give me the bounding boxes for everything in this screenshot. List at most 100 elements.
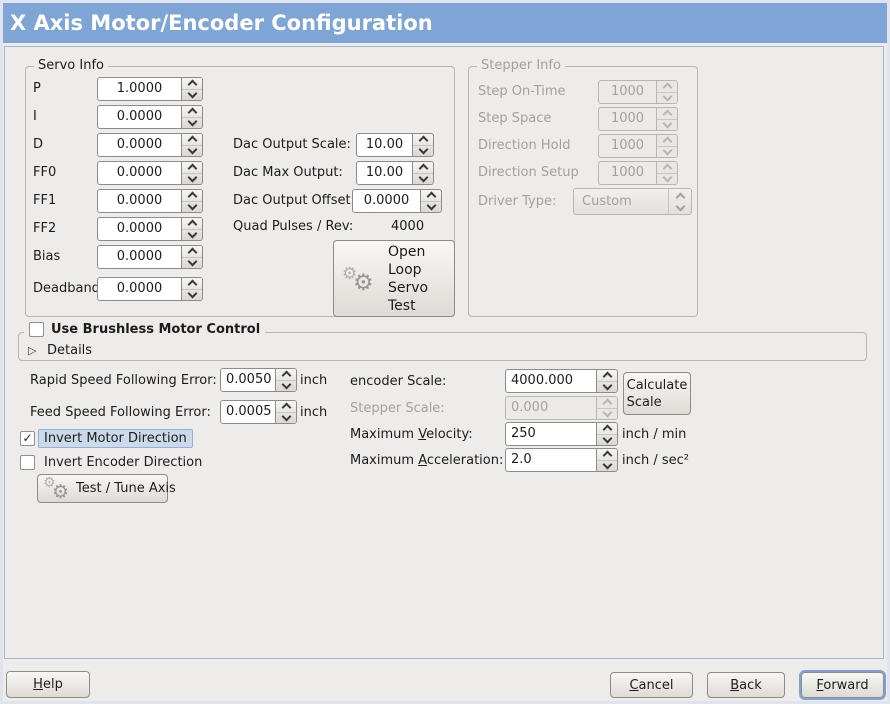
spin-up-icon[interactable] (657, 108, 677, 120)
expander-arrow-icon[interactable]: ▷ (28, 344, 37, 357)
spin-value[interactable]: 0.0000 (363, 193, 410, 208)
spin-down-icon[interactable] (182, 172, 202, 185)
spin-down-icon[interactable] (276, 379, 296, 392)
cancel-button[interactable]: Cancel (610, 672, 693, 698)
spin-up-icon[interactable] (597, 423, 617, 435)
invert-motor-checkbox[interactable]: ✓ (20, 431, 35, 446)
spin-buttons[interactable] (656, 135, 677, 157)
test-tune-axis-button[interactable]: ⚙⚙ Test / Tune Axis (37, 474, 176, 503)
details-expander-label[interactable]: Details (47, 343, 93, 358)
spin-up-icon[interactable] (657, 135, 677, 147)
maximum-velocity-spinbox[interactable]: 250 (505, 422, 618, 446)
spin-value[interactable]: 0.0000 (116, 137, 163, 152)
spin-value[interactable]: 1.0000 (116, 81, 163, 96)
spin-buttons[interactable] (596, 423, 617, 445)
spin-buttons[interactable] (656, 81, 677, 103)
spin-down-icon[interactable] (657, 172, 677, 185)
spin-value[interactable]: 0.0000 (116, 193, 163, 208)
spin-up-icon[interactable] (182, 134, 202, 146)
spin-buttons[interactable] (181, 278, 202, 300)
spin-up-icon[interactable] (597, 370, 617, 382)
maximum-acceleration-spinbox[interactable]: 2.0 (505, 448, 618, 472)
help-button[interactable]: Help (6, 671, 90, 698)
spin-up-icon[interactable] (276, 401, 296, 413)
invert-encoder-checkbox[interactable] (20, 455, 35, 470)
spin-down-icon[interactable] (597, 407, 617, 420)
calculate-scale-button[interactable]: Calculate Scale (623, 372, 691, 415)
spin-up-icon[interactable] (182, 106, 202, 118)
spin-down-icon[interactable] (597, 459, 617, 472)
spin-down-icon[interactable] (182, 144, 202, 157)
servo-d-spinbox[interactable]: 0.0000 (97, 133, 203, 157)
spin-buttons[interactable] (181, 162, 202, 184)
spin-down-icon[interactable] (421, 200, 441, 213)
spin-up-icon[interactable] (182, 246, 202, 258)
spin-buttons[interactable] (656, 108, 677, 130)
invert-encoder-label[interactable]: Invert Encoder Direction (44, 455, 203, 470)
back-button[interactable]: Back (707, 672, 785, 698)
spin-down-icon[interactable] (657, 118, 677, 131)
spin-value[interactable]: 0.0000 (116, 109, 163, 124)
spin-value[interactable]: 1000 (610, 165, 645, 180)
spin-value[interactable]: 0.000 (511, 400, 549, 415)
spin-up-icon[interactable] (657, 162, 677, 174)
servo-bias-spinbox[interactable]: 0.0000 (97, 245, 203, 269)
spin-up-icon[interactable] (657, 81, 677, 93)
spin-up-icon[interactable] (276, 369, 296, 381)
spin-buttons[interactable] (412, 162, 433, 184)
servo-i-spinbox[interactable]: 0.0000 (97, 105, 203, 129)
spin-down-icon[interactable] (413, 172, 433, 185)
spin-up-icon[interactable] (413, 162, 433, 174)
spin-buttons[interactable] (181, 78, 202, 100)
feed-following-error-spinbox[interactable]: 0.0005 (220, 400, 297, 424)
forward-button[interactable]: Forward (799, 670, 886, 700)
spin-up-icon[interactable] (597, 449, 617, 461)
brushless-checkbox-row[interactable]: Use Brushless Motor Control (24, 322, 266, 337)
spin-buttons[interactable] (181, 134, 202, 156)
spin-down-icon[interactable] (597, 380, 617, 393)
brushless-checkbox[interactable] (29, 322, 44, 337)
spin-value[interactable]: 2.0 (511, 452, 532, 467)
spin-value[interactable]: 1000 (610, 111, 645, 126)
servo-ff2-spinbox[interactable]: 0.0000 (97, 217, 203, 241)
spin-up-icon[interactable] (182, 218, 202, 230)
spin-up-icon[interactable] (182, 78, 202, 90)
spin-buttons[interactable] (412, 134, 433, 156)
spin-value[interactable]: 0.0000 (116, 165, 163, 180)
servo-p-spinbox[interactable]: 1.0000 (97, 77, 203, 101)
open-loop-servo-test-button[interactable]: ⚙⚙ Open Loop Servo Test (333, 240, 455, 317)
spin-up-icon[interactable] (421, 190, 441, 202)
spin-value[interactable]: 1000 (610, 138, 645, 153)
spin-down-icon[interactable] (182, 256, 202, 269)
spin-down-icon[interactable] (657, 91, 677, 104)
spin-buttons[interactable] (181, 190, 202, 212)
spin-down-icon[interactable] (276, 411, 296, 424)
spin-up-icon[interactable] (597, 397, 617, 409)
spin-value[interactable]: 0.0000 (116, 281, 163, 296)
spin-buttons[interactable] (596, 370, 617, 392)
spin-up-icon[interactable] (182, 190, 202, 202)
spin-buttons[interactable] (656, 162, 677, 184)
spin-value[interactable]: 250 (511, 426, 536, 441)
invert-motor-label[interactable]: Invert Motor Direction (38, 429, 193, 448)
spin-down-icon[interactable] (657, 145, 677, 158)
spin-buttons[interactable] (275, 401, 296, 423)
spin-value[interactable]: 1000 (610, 84, 645, 99)
spin-buttons[interactable] (596, 449, 617, 471)
spin-value[interactable]: 10.00 (365, 165, 404, 180)
spin-down-icon[interactable] (182, 228, 202, 241)
spin-down-icon[interactable] (182, 200, 202, 213)
dac-max-output-spinbox[interactable]: 10.00 (356, 161, 434, 185)
spin-down-icon[interactable] (413, 144, 433, 157)
servo-ff1-spinbox[interactable]: 0.0000 (97, 189, 203, 213)
spin-value[interactable]: 10.00 (365, 137, 404, 152)
spin-down-icon[interactable] (182, 116, 202, 129)
brushless-checkbox-label[interactable]: Use Brushless Motor Control (51, 322, 261, 337)
spin-buttons[interactable] (596, 397, 617, 419)
spin-value[interactable]: 0.0000 (116, 249, 163, 264)
dac-output-offset-spinbox[interactable]: 0.0000 (352, 189, 442, 213)
spin-value[interactable]: 0.0005 (226, 404, 272, 419)
spin-buttons[interactable] (181, 218, 202, 240)
spin-buttons[interactable] (275, 369, 296, 391)
encoder-scale-spinbox[interactable]: 4000.000 (505, 369, 618, 393)
